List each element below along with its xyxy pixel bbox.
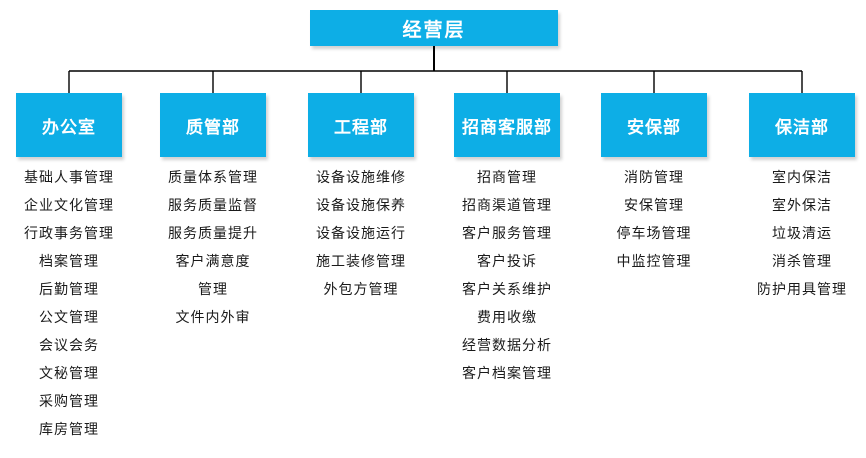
dept-item: 企业文化管理 (24, 197, 114, 213)
dept-label: 招商客服部 (462, 117, 552, 137)
dept-items-1: 质量体系管理服务质量监督服务质量提升客户满意度管理文件内外审 (133, 163, 293, 331)
dept-item: 垃圾清运 (772, 225, 832, 241)
dept-item: 设备设施运行 (316, 225, 406, 241)
dept-item: 消防管理 (624, 169, 684, 185)
dept-item: 客户满意度 (175, 253, 251, 269)
dept-column-2: 工程部 设备设施维修设备设施保养设备设施运行施工装修管理外包方管理 (308, 93, 414, 303)
dept-item: 质量体系管理 (168, 169, 258, 185)
dept-items-4: 消防管理安保管理停车场管理中监控管理 (574, 163, 734, 275)
dept-label: 质管部 (186, 117, 240, 137)
dept-item: 会议会务 (39, 337, 99, 353)
dept-item: 基础人事管理 (24, 169, 114, 185)
dept-items-2: 设备设施维修设备设施保养设备设施运行施工装修管理外包方管理 (281, 163, 441, 303)
dept-item: 招商管理 (477, 169, 537, 185)
dept-item: 档案管理 (39, 253, 99, 269)
dept-column-0: 办公室 基础人事管理企业文化管理行政事务管理档案管理后勤管理公文管理会议会务文秘… (16, 93, 122, 443)
dept-box-4: 安保部 (601, 93, 707, 157)
dept-item: 库房管理 (39, 421, 99, 437)
dept-item: 中监控管理 (616, 253, 692, 269)
dept-label: 安保部 (627, 117, 681, 137)
dept-item: 客户投诉 (477, 253, 537, 269)
root-box: 经营层 (310, 10, 558, 46)
dept-item: 经营数据分析 (462, 337, 552, 353)
dept-label: 工程部 (334, 117, 388, 137)
dept-box-3: 招商客服部 (454, 93, 560, 157)
dept-column-5: 保洁部 室内保洁室外保洁垃圾清运消杀管理防护用具管理 (749, 93, 855, 303)
dept-item: 公文管理 (39, 309, 99, 325)
dept-item: 客户服务管理 (462, 225, 552, 241)
dept-item: 服务质量监督 (168, 197, 258, 213)
dept-item: 招商渠道管理 (462, 197, 552, 213)
dept-box-0: 办公室 (16, 93, 122, 157)
dept-label: 保洁部 (775, 117, 829, 137)
dept-box-5: 保洁部 (749, 93, 855, 157)
root-label: 经营层 (402, 19, 466, 41)
dept-item: 室内保洁 (772, 169, 832, 185)
dept-item: 行政事务管理 (24, 225, 114, 241)
dept-item: 文件内外审 (175, 309, 251, 325)
dept-item: 采购管理 (39, 393, 99, 409)
dept-item: 施工装修管理 (316, 253, 406, 269)
dept-item: 客户关系维护 (462, 281, 552, 297)
dept-column-1: 质管部 质量体系管理服务质量监督服务质量提升客户满意度管理文件内外审 (160, 93, 266, 331)
dept-box-1: 质管部 (160, 93, 266, 157)
dept-items-5: 室内保洁室外保洁垃圾清运消杀管理防护用具管理 (722, 163, 866, 303)
dept-item: 设备设施维修 (316, 169, 406, 185)
dept-item: 外包方管理 (323, 281, 399, 297)
dept-item: 防护用具管理 (757, 281, 847, 297)
dept-item: 服务质量提升 (168, 225, 258, 241)
dept-items-0: 基础人事管理企业文化管理行政事务管理档案管理后勤管理公文管理会议会务文秘管理采购… (0, 163, 149, 443)
dept-item: 管理 (198, 281, 228, 297)
dept-item: 设备设施保养 (316, 197, 406, 213)
dept-item: 客户档案管理 (462, 365, 552, 381)
dept-item: 停车场管理 (616, 225, 692, 241)
dept-column-4: 安保部 消防管理安保管理停车场管理中监控管理 (601, 93, 707, 275)
dept-item: 费用收缴 (477, 309, 537, 325)
dept-item: 后勤管理 (39, 281, 99, 297)
dept-label: 办公室 (42, 117, 96, 137)
dept-item: 室外保洁 (772, 197, 832, 213)
dept-item: 文秘管理 (39, 365, 99, 381)
dept-column-3: 招商客服部 招商管理招商渠道管理客户服务管理客户投诉客户关系维护费用收缴经营数据… (454, 93, 560, 387)
dept-item: 安保管理 (624, 197, 684, 213)
dept-box-2: 工程部 (308, 93, 414, 157)
dept-item: 消杀管理 (772, 253, 832, 269)
dept-items-3: 招商管理招商渠道管理客户服务管理客户投诉客户关系维护费用收缴经营数据分析客户档案… (427, 163, 587, 387)
